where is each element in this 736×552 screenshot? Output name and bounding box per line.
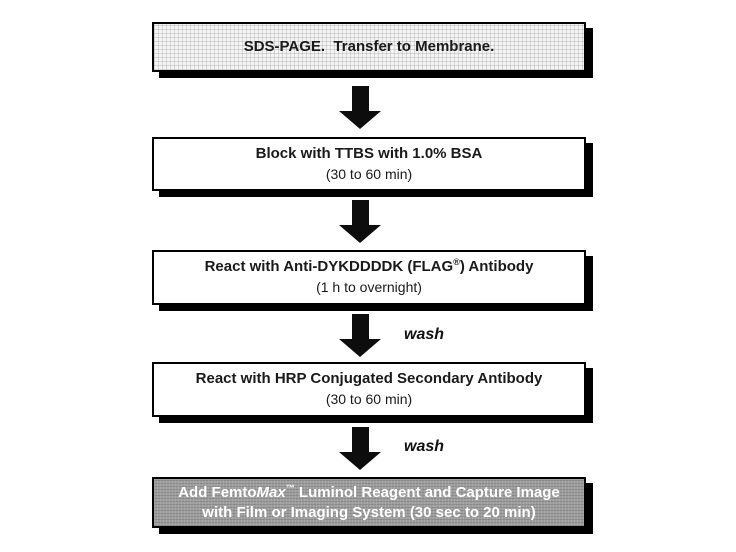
product-name-italic: Max — [256, 483, 286, 501]
arrow-head — [339, 225, 381, 243]
step-box-luminol-detection: Add FemtoMax™ Luminol Reagent and Captur… — [152, 477, 586, 528]
arrow-stem — [351, 86, 369, 111]
step-duration: (1 h to overnight) — [316, 279, 422, 296]
arrow-head — [339, 452, 381, 470]
down-arrow-icon — [339, 427, 381, 470]
trademark-symbol: ™ — [285, 482, 295, 493]
step-label: SDS-PAGE. Transfer to Membrane. — [243, 37, 495, 55]
down-arrow-icon — [339, 314, 381, 357]
arrow-head — [339, 111, 381, 129]
step-label: React with HRP Conjugated Secondary Anti… — [195, 370, 543, 388]
wash-label: wash — [404, 438, 445, 455]
down-arrow-icon — [339, 200, 381, 243]
step-box-secondary-antibody: React with HRP Conjugated Secondary Anti… — [152, 362, 586, 417]
arrow-head — [339, 339, 381, 357]
step-label: React with Anti-DYKDDDDK (FLAG®) Antibod… — [204, 257, 534, 276]
step-duration: (30 to 60 min) — [325, 391, 413, 408]
step-box-sds-page: SDS-PAGE. Transfer to Membrane. — [152, 22, 586, 72]
step-label-continued: with Film or Imaging System (30 sec to 2… — [202, 503, 536, 521]
arrow-stem — [351, 200, 369, 225]
step-label: Block with TTBS with 1.0% BSA — [255, 144, 483, 162]
registered-trademark-symbol: ® — [453, 257, 460, 268]
wash-label: wash — [404, 326, 445, 343]
down-arrow-icon — [339, 86, 381, 129]
arrow-stem — [351, 314, 369, 339]
arrow-stem — [351, 427, 369, 452]
step-duration: (30 to 60 min) — [325, 165, 413, 182]
step-box-block: Block with TTBS with 1.0% BSA (30 to 60 … — [152, 137, 586, 191]
step-label: Add FemtoMax™ Luminol Reagent and Captur… — [178, 482, 560, 501]
step-box-primary-antibody: React with Anti-DYKDDDDK (FLAG®) Antibod… — [152, 250, 586, 305]
